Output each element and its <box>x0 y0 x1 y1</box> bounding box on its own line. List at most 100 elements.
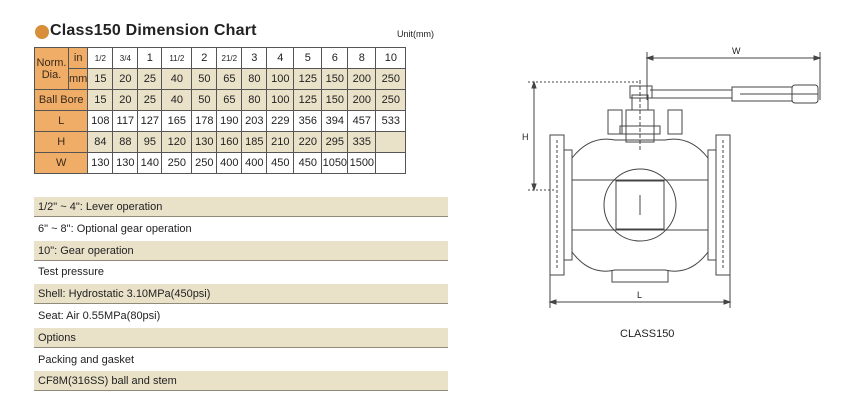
table-cell: 20 <box>112 68 139 90</box>
note-lever-operation: 1/2" ~ 4": Lever operation <box>34 197 448 217</box>
table-cell: 295 <box>321 131 349 153</box>
table-cell: 250 <box>375 68 407 90</box>
table-cell: 200 <box>347 89 377 111</box>
table-cell: 185 <box>241 131 268 153</box>
table-cell: 1/2 <box>87 47 114 69</box>
dimension-table: Norm. Dia. in 1/2 3/4 1 11/2 2 21/2 3 4 … <box>33 47 407 174</box>
table-cell: 100 <box>266 89 295 111</box>
table-cell: 11/2 <box>161 47 193 69</box>
table-row-mm: mm 15 20 25 40 50 65 80 100 125 150 200 … <box>35 68 407 90</box>
table-cell: 40 <box>161 89 193 111</box>
table-cell: 178 <box>191 110 218 132</box>
table-cell: 1050 <box>321 152 349 174</box>
w-dimension-label: W <box>732 46 741 56</box>
table-cell: 84 <box>87 131 114 153</box>
row-label: Ball Bore <box>33 89 89 111</box>
note-gear-operation: 10": Gear operation <box>34 240 448 261</box>
table-cell: 356 <box>293 110 323 132</box>
table-cell: 50 <box>191 89 218 111</box>
table-cell: 1500 <box>347 152 377 174</box>
table-cell: 210 <box>266 131 295 153</box>
table-cell: 6 <box>321 47 349 69</box>
table-cell: 100 <box>266 68 295 90</box>
table-cell: 108 <box>87 110 114 132</box>
norm-label: Norm. <box>36 56 67 69</box>
table-cell: 229 <box>266 110 295 132</box>
table-cell: 165 <box>161 110 193 132</box>
table-cell: 125 <box>293 68 323 90</box>
table-cell: 10 <box>375 47 407 69</box>
chart-title: Class150 Dimension Chart <box>50 22 257 39</box>
table-cell: 220 <box>293 131 323 153</box>
table-cell: 150 <box>321 89 349 111</box>
table-cell: 95 <box>137 131 163 153</box>
table-cell: 65 <box>216 89 243 111</box>
table-cell: 450 <box>266 152 295 174</box>
table-cell: 117 <box>112 110 139 132</box>
table-cell: 127 <box>137 110 163 132</box>
table-cell: 4 <box>266 47 295 69</box>
table-cell: 15 <box>87 68 114 90</box>
unit-label: Unit(mm) <box>397 29 434 39</box>
dia-label: Dia. <box>41 68 62 81</box>
table-cell: 65 <box>216 68 243 90</box>
orange-bullet-icon <box>35 25 49 39</box>
table-cell <box>375 152 407 174</box>
table-cell: 125 <box>293 89 323 111</box>
table-cell <box>375 131 407 153</box>
drawing-caption: CLASS150 <box>620 328 675 340</box>
row-label: H <box>33 131 89 153</box>
note-packing-gasket: Packing and gasket <box>38 353 135 366</box>
table-cell: 130 <box>112 152 139 174</box>
ball-valve-drawing: W H L <box>522 46 822 308</box>
table-cell: 533 <box>375 110 407 132</box>
table-cell: 130 <box>191 131 218 153</box>
table-cell: 80 <box>241 68 268 90</box>
note-shell-pressure: Shell: Hydrostatic 3.10MPa(450psi) <box>34 284 448 305</box>
table-cell: 1 <box>137 47 163 69</box>
table-cell: 250 <box>191 152 218 174</box>
table-cell: 160 <box>216 131 243 153</box>
table-cell: 25 <box>137 89 163 111</box>
note-seat-pressure: Seat: Air 0.55MPa(80psi) <box>38 309 161 322</box>
table-cell: 335 <box>347 131 377 153</box>
note-options: Options <box>34 327 448 348</box>
note-ball-stem: CF8M(316SS) ball and stem <box>34 371 448 392</box>
table-cell: 450 <box>293 152 323 174</box>
table-cell: 20 <box>112 89 139 111</box>
table-cell: 21/2 <box>216 47 243 69</box>
table-cell: 394 <box>321 110 349 132</box>
table-cell: 190 <box>216 110 243 132</box>
table-cell: 140 <box>137 152 163 174</box>
notes-list: 1/2" ~ 4": Lever operation 6" ~ 8": Opti… <box>34 197 448 393</box>
chart-header: Class150 Dimension Chart Unit(mm) <box>34 22 454 44</box>
table-cell: 457 <box>347 110 377 132</box>
l-dimension-label: L <box>637 290 642 300</box>
table-cell: 2 <box>191 47 218 69</box>
table-cell: 50 <box>191 68 218 90</box>
table-cell: 80 <box>241 89 268 111</box>
table-cell: 250 <box>161 152 193 174</box>
table-cell: 40 <box>161 68 193 90</box>
note-optional-gear: 6" ~ 8": Optional gear operation <box>38 222 192 235</box>
table-cell: 15 <box>87 89 114 111</box>
table-cell: 150 <box>321 68 349 90</box>
note-test-pressure: Test pressure <box>38 266 105 279</box>
h-dimension-label: H <box>522 132 529 142</box>
table-cell: 130 <box>87 152 114 174</box>
table-cell: 8 <box>347 47 377 69</box>
table-cell: 200 <box>347 68 377 90</box>
table-cell: 88 <box>112 131 139 153</box>
in-unit-cell: in <box>67 47 89 69</box>
row-label: L <box>33 110 89 132</box>
norm-dia-cell: Norm. Dia. <box>34 47 69 90</box>
table-cell: 120 <box>161 131 193 153</box>
row-label: W <box>33 152 89 174</box>
table-cell: 400 <box>216 152 243 174</box>
table-cell: 5 <box>293 47 323 69</box>
table-cell: 25 <box>137 68 163 90</box>
